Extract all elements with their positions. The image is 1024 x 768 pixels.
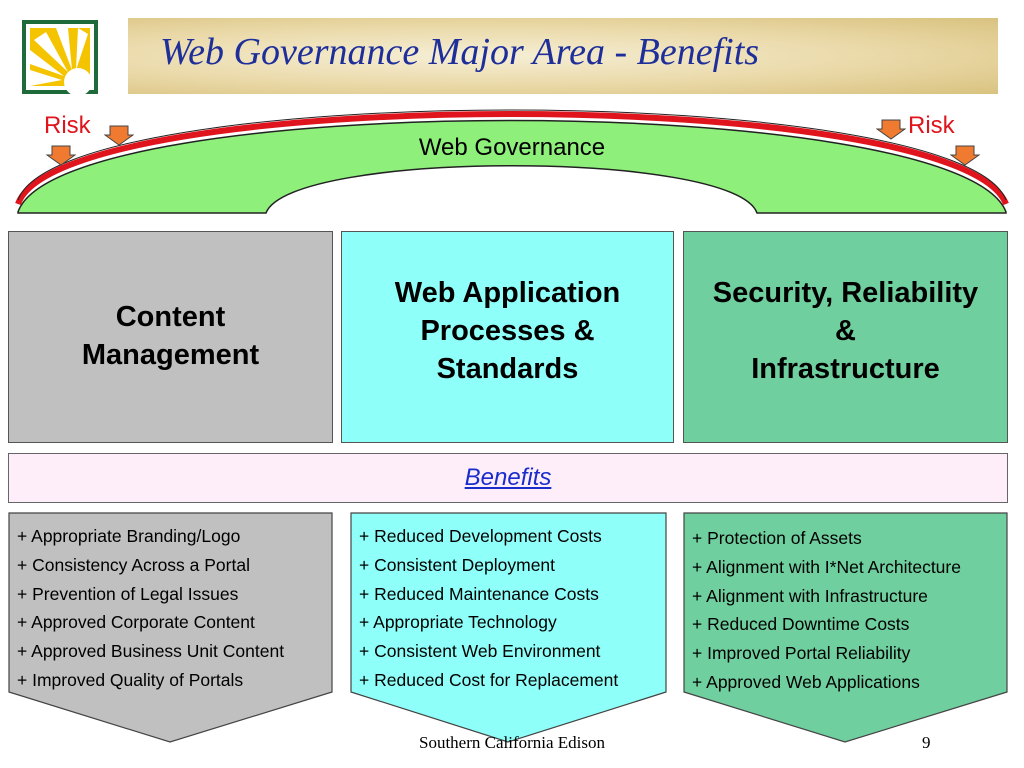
area-title-line: Content [115, 301, 226, 333]
bullet-plus: + [17, 669, 28, 690]
benefit-text: Protection of Assets [707, 528, 862, 548]
benefit-text: Approved Business Unit Content [31, 641, 285, 662]
risk-arrow-icon [46, 145, 76, 166]
arrow-shape [683, 512, 1008, 743]
benefit-text: Approved Corporate Content [31, 612, 255, 633]
bullet-plus: + [692, 614, 703, 635]
benefit-text: Reduced Maintenance Costs [374, 583, 599, 604]
area-title-line: Security, Reliability [712, 277, 979, 309]
benefits-column-content-management: + Appropriate Branding/Logo + Consistenc… [8, 512, 333, 744]
benefit-text: Reduced Downtime Costs [707, 614, 910, 635]
benefit-text: Appropriate Technology [373, 612, 557, 633]
bullet-plus: + [359, 583, 370, 604]
benefit-text: Alignment with Infrastructure [706, 585, 928, 606]
risk-label-right: Risk [908, 112, 955, 139]
page-title: Web Governance Major Area - Benefits [160, 31, 760, 73]
arrow-shape [8, 512, 333, 743]
list-item: + Protection of Assets [683, 524, 961, 553]
bullet-plus: + [359, 554, 370, 575]
benefit-text: Reduced Cost for Replacement [374, 669, 619, 690]
footer-company: Southern California Edison [418, 733, 606, 752]
benefit-text: Appropriate Branding/Logo [31, 526, 241, 546]
benefit-text: Prevention of Legal Issues [32, 583, 239, 604]
area-security-reliability-infrastructure: Security, Reliability & Infrastructure [683, 231, 1008, 443]
list-item: + Appropriate Technology [350, 608, 618, 637]
list-item: + Prevention of Legal Issues [8, 580, 284, 609]
bullet-plus: + [359, 669, 370, 690]
list-item: + Approved Web Applications [683, 668, 961, 697]
area-title-line: Standards [436, 353, 579, 385]
risk-label-left: Risk [44, 112, 91, 139]
bullet-plus: + [17, 583, 28, 604]
benefits-list: + Appropriate Branding/Logo + Consistenc… [8, 522, 284, 695]
area-title-line: Web Application [394, 277, 621, 309]
list-item: + Consistency Across a Portal [8, 551, 284, 580]
benefit-text: Improved Quality of Portals [32, 669, 244, 690]
bullet-plus: + [17, 554, 28, 575]
list-item: + Consistent Deployment [350, 551, 618, 580]
header-band [128, 18, 998, 94]
list-item: + Approved Corporate Content [8, 608, 284, 637]
list-item: + Consistent Web Environment [350, 637, 618, 666]
benefits-column-web-application: + Reduced Development Costs + Consistent… [350, 512, 667, 744]
list-item: + Reduced Downtime Costs [683, 610, 961, 639]
bullet-plus: + [17, 612, 28, 633]
list-item: + Appropriate Branding/Logo [8, 522, 284, 551]
list-item: + Reduced Maintenance Costs [350, 580, 618, 609]
benefits-column-security: + Protection of Assets + Alignment with … [683, 512, 1008, 744]
list-item: + Alignment with I*Net Architecture [683, 553, 961, 582]
bullet-plus: + [359, 612, 370, 633]
benefit-text: Reduced Development Costs [374, 526, 602, 546]
benefit-text: Consistent Deployment [374, 554, 556, 575]
risk-arrow-icon [104, 125, 134, 146]
benefit-text: Approved Web Applications [706, 671, 920, 692]
area-title-line: Infrastructure [751, 353, 940, 385]
page-number: 9 [922, 733, 931, 752]
list-item: + Reduced Cost for Replacement [350, 666, 618, 695]
bullet-plus: + [692, 643, 703, 664]
bullet-plus: + [692, 585, 703, 606]
benefits-label: Benefits [464, 464, 552, 491]
bullet-plus: + [692, 528, 703, 548]
list-item: + Approved Business Unit Content [8, 637, 284, 666]
benefits-list: + Protection of Assets + Alignment with … [683, 524, 961, 697]
arch-label: Web Governance [418, 134, 606, 161]
area-web-application-processes: Web Application Processes & Standards [341, 231, 674, 443]
bullet-plus: + [692, 556, 703, 577]
benefits-bar: Benefits [8, 453, 1008, 503]
web-governance-arch [15, 109, 1009, 214]
benefit-text: Consistency Across a Portal [32, 554, 250, 575]
benefit-text: Alignment with I*Net Architecture [706, 556, 961, 577]
area-title-line: & [835, 315, 856, 347]
bullet-plus: + [17, 641, 28, 662]
benefit-text: Improved Portal Reliability [707, 643, 911, 664]
sce-logo-icon [22, 20, 98, 94]
area-title-line: Processes & [420, 315, 595, 347]
list-item: + Improved Portal Reliability [683, 639, 961, 668]
bullet-plus: + [692, 671, 703, 692]
area-title-line: Management [81, 339, 260, 371]
list-item: + Alignment with Infrastructure [683, 582, 961, 611]
bullet-plus: + [17, 526, 28, 546]
risk-arrow-icon [950, 145, 980, 166]
benefits-list: + Reduced Development Costs + Consistent… [350, 522, 618, 695]
area-content-management: Content Management [8, 231, 333, 443]
risk-arrow-icon [876, 119, 906, 140]
benefit-text: Consistent Web Environment [374, 641, 601, 662]
list-item: + Reduced Development Costs [350, 522, 618, 551]
list-item: + Improved Quality of Portals [8, 666, 284, 695]
bullet-plus: + [359, 641, 370, 662]
bullet-plus: + [359, 526, 370, 546]
arrow-shape [350, 512, 667, 743]
